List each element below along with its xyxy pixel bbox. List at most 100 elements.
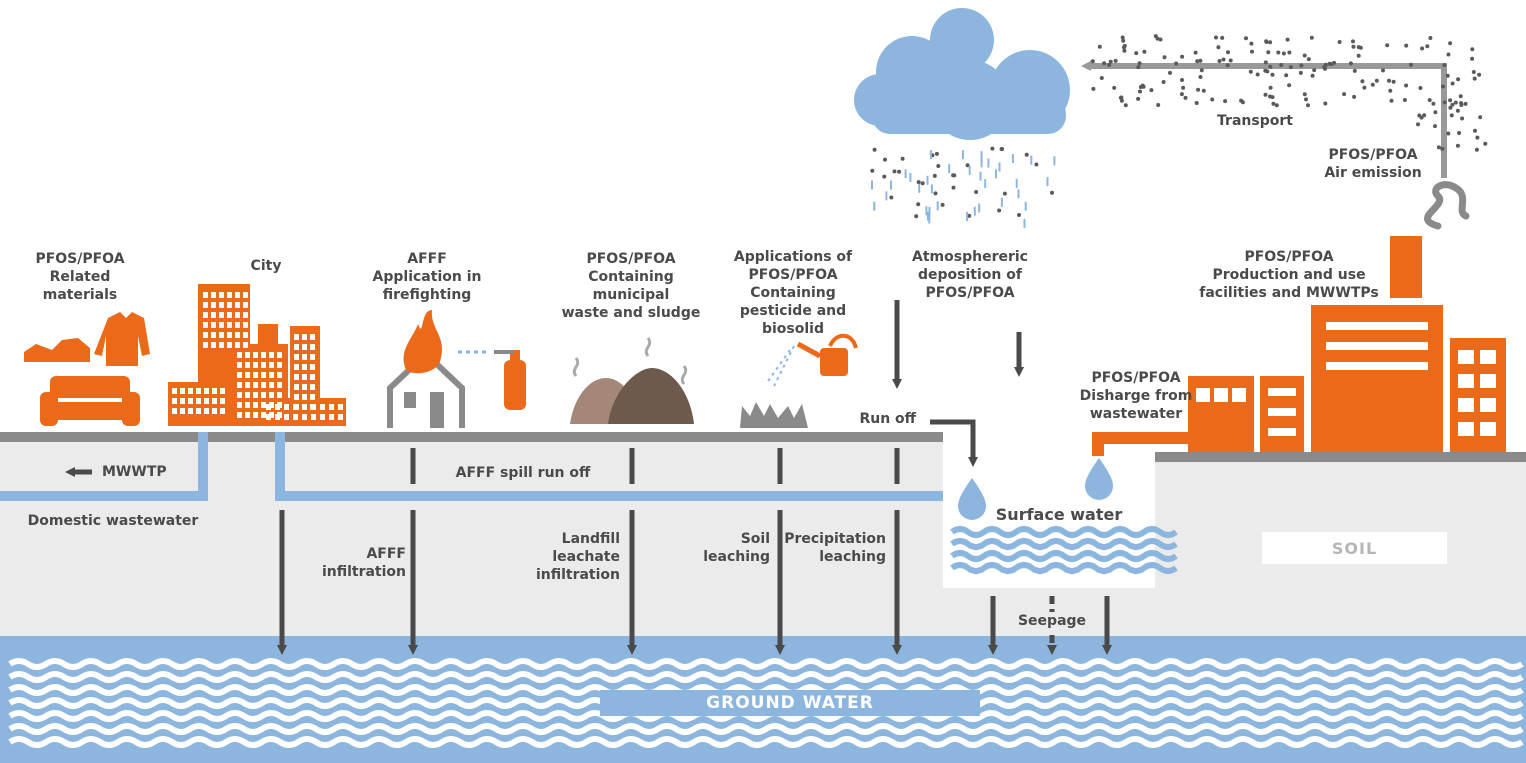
pollutant-dot — [1138, 89, 1142, 94]
window — [219, 302, 224, 308]
window — [235, 292, 240, 298]
pollutant-dot — [1268, 40, 1273, 45]
window — [188, 408, 193, 414]
window — [237, 392, 242, 398]
pollutant-dot — [1473, 128, 1477, 133]
window — [219, 312, 224, 318]
pollutant-dot — [1441, 84, 1445, 89]
label-discharge-wastewater: PFOS/PFOA Disharge from wastewater — [1079, 370, 1193, 422]
pollutant-dot — [892, 169, 897, 174]
pollutant-dot — [1156, 103, 1161, 107]
window — [180, 398, 185, 404]
window — [302, 354, 307, 360]
pollutant-dot — [1323, 101, 1328, 106]
pollutant-dot — [1389, 98, 1394, 103]
pollutant-dot — [1113, 58, 1118, 63]
pollutant-dot — [997, 208, 1002, 213]
pollutant-dot — [1385, 43, 1390, 48]
waste-pile-icon — [570, 337, 694, 424]
pollutant-dot — [1050, 190, 1054, 195]
label-afff-spill-run-off: AFFF spill run off — [448, 464, 598, 482]
pollutant-dot — [1416, 122, 1420, 127]
label-seepage: Seepage — [1012, 612, 1092, 630]
window — [219, 342, 224, 348]
window — [219, 332, 224, 338]
window — [253, 362, 258, 368]
window — [269, 352, 274, 358]
pollutant-dot — [1122, 48, 1127, 53]
pollutant-dot — [916, 202, 921, 207]
window — [310, 344, 315, 350]
pollutant-dot — [1457, 131, 1462, 135]
pollutant-dot — [872, 147, 877, 152]
window — [275, 414, 280, 420]
window — [203, 302, 208, 308]
window — [338, 414, 343, 420]
window — [211, 302, 216, 308]
window — [180, 408, 185, 414]
pollutant-dot — [1210, 97, 1215, 102]
wave-icon — [8, 710, 1524, 722]
window — [204, 398, 209, 404]
pollutant-dot — [1214, 35, 1218, 40]
window — [196, 398, 201, 404]
label-landfill-leachate: Landfill leachate infiltration — [535, 531, 620, 583]
pollutant-dot — [1448, 41, 1453, 46]
window — [196, 388, 201, 394]
window — [294, 334, 299, 340]
pollutant-dot — [1433, 124, 1437, 129]
window — [293, 404, 298, 410]
pollutant-dot — [1225, 63, 1230, 68]
wave-icon — [8, 658, 1524, 670]
pollutant-dot — [1442, 63, 1447, 68]
window — [212, 398, 217, 404]
pollutant-dot — [1404, 83, 1409, 88]
pollutant-dot — [1248, 69, 1253, 74]
pollutant-dot — [1391, 79, 1396, 84]
pollutant-dot — [1255, 72, 1260, 77]
window — [204, 408, 209, 414]
pollutant-dot — [1244, 36, 1248, 41]
window — [310, 334, 315, 340]
window — [203, 292, 208, 298]
window — [269, 412, 274, 418]
window — [227, 332, 232, 338]
window — [211, 312, 216, 318]
pollutant-dot — [1194, 101, 1199, 105]
pollutant-dot — [1332, 60, 1337, 65]
window — [253, 402, 258, 408]
label-related-materials: PFOS/PFOA Related materials — [35, 251, 125, 303]
pollutant-dot — [1201, 88, 1206, 93]
pollutant-dot — [1136, 65, 1141, 70]
window — [284, 414, 289, 420]
window — [320, 414, 325, 420]
window — [245, 372, 250, 378]
pollutant-dot — [1356, 53, 1361, 58]
window — [277, 362, 282, 368]
pollutant-dot — [897, 169, 902, 174]
window — [261, 412, 266, 418]
pollutant-dot — [934, 151, 939, 156]
pollutant-dot — [1436, 145, 1441, 150]
pollutant-dot — [1270, 72, 1275, 77]
pollutant-dot — [1445, 73, 1450, 78]
wave-icon — [950, 550, 1178, 562]
pollutant-dot — [920, 181, 925, 186]
pollutant-dot — [1271, 101, 1276, 106]
pollutant-dot — [1279, 63, 1284, 67]
pollutant-dot — [1442, 100, 1447, 105]
window — [293, 414, 298, 420]
pollutant-dot — [1099, 76, 1104, 80]
pollutant-dot — [1249, 41, 1254, 46]
pollutant-dot — [1351, 44, 1356, 49]
deposition-arrows — [892, 300, 1024, 467]
pollutant-dot — [967, 213, 972, 218]
window — [180, 388, 185, 394]
pollutant-dot — [1183, 95, 1188, 100]
pollutant-dot — [1478, 115, 1483, 120]
window — [237, 362, 242, 368]
pollutant-dot — [1306, 57, 1311, 62]
label-ground-water: GROUND WATER — [706, 693, 874, 713]
pollutant-dot — [1352, 68, 1357, 73]
window — [227, 292, 232, 298]
